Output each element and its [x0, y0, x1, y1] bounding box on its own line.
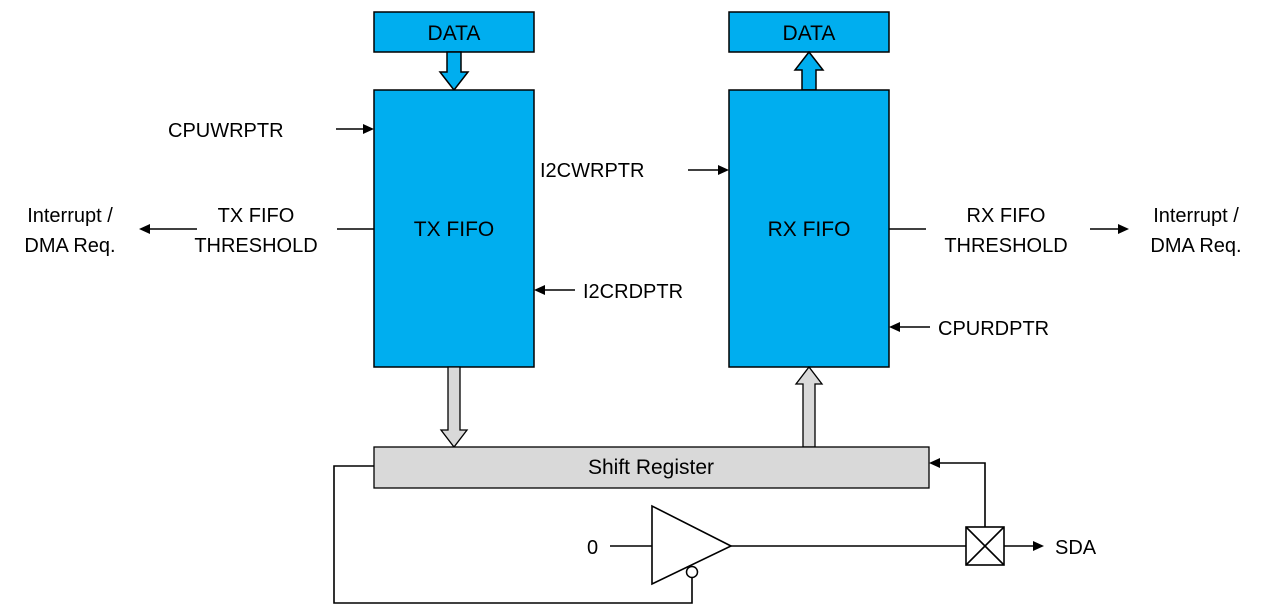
tx-fifo-label: TX FIFO [414, 218, 495, 241]
rx-fifo-block: RX FIFO [728, 89, 890, 368]
tx-threshold-label-line2: THRESHOLD [194, 235, 317, 257]
shift-register-label: Shift Register [588, 456, 714, 479]
tx-to-shift-register-arrow [439, 366, 469, 449]
rx-threshold-label-line2: THRESHOLD [944, 235, 1067, 257]
i2c-read-pointer-arrow [534, 285, 575, 295]
sda-label: SDA [1055, 537, 1097, 559]
rx-interrupt-arrow [1090, 224, 1129, 234]
tx-interrupt-arrow [139, 224, 197, 234]
cpu-write-pointer-arrow [336, 124, 374, 134]
pad-to-shift-register-line [940, 462, 986, 527]
rx-fifo-label: RX FIFO [768, 218, 851, 241]
sda-pad-icon [965, 526, 1005, 566]
driver-input-label: 0 [587, 537, 598, 559]
tx-threshold-label-line1: TX FIFO [218, 205, 295, 227]
tx-data-down-arrow [438, 51, 470, 92]
shift-register-block: Shift Register [373, 446, 930, 489]
tx-interrupt-label-line1: Interrupt / [27, 205, 113, 227]
cpu-read-pointer-label: CPURDPTR [938, 318, 1049, 340]
rx-data-block: DATA [728, 11, 890, 53]
tx-data-label: DATA [428, 22, 481, 45]
pad-to-shift-register-arrowhead [929, 458, 940, 468]
enable-bubble [685, 565, 699, 579]
tristate-buffer-symbol [651, 504, 733, 586]
rx-data-label: DATA [783, 22, 836, 45]
rx-data-up-arrow [793, 50, 825, 91]
tx-interrupt-label-line2: DMA Req. [24, 235, 115, 257]
rx-threshold-label-line1: RX FIFO [967, 205, 1046, 227]
rx-interrupt-label-line2: DMA Req. [1150, 235, 1241, 257]
cpu-read-pointer-arrow [889, 322, 930, 332]
tx-fifo-block: TX FIFO [373, 89, 535, 368]
i2c-write-pointer-label: I2CWRPTR [540, 160, 644, 182]
sda-output-arrowhead [1033, 541, 1044, 551]
cpu-write-pointer-label: CPUWRPTR [168, 120, 284, 142]
i2c-write-pointer-arrow [688, 165, 729, 175]
tx-data-block: DATA [373, 11, 535, 53]
shift-register-to-rx-arrow [794, 365, 824, 448]
rx-interrupt-label-line1: Interrupt / [1153, 205, 1239, 227]
i2c-read-pointer-label: I2CRDPTR [583, 281, 683, 303]
shift-register-feedback-line [333, 465, 693, 604]
